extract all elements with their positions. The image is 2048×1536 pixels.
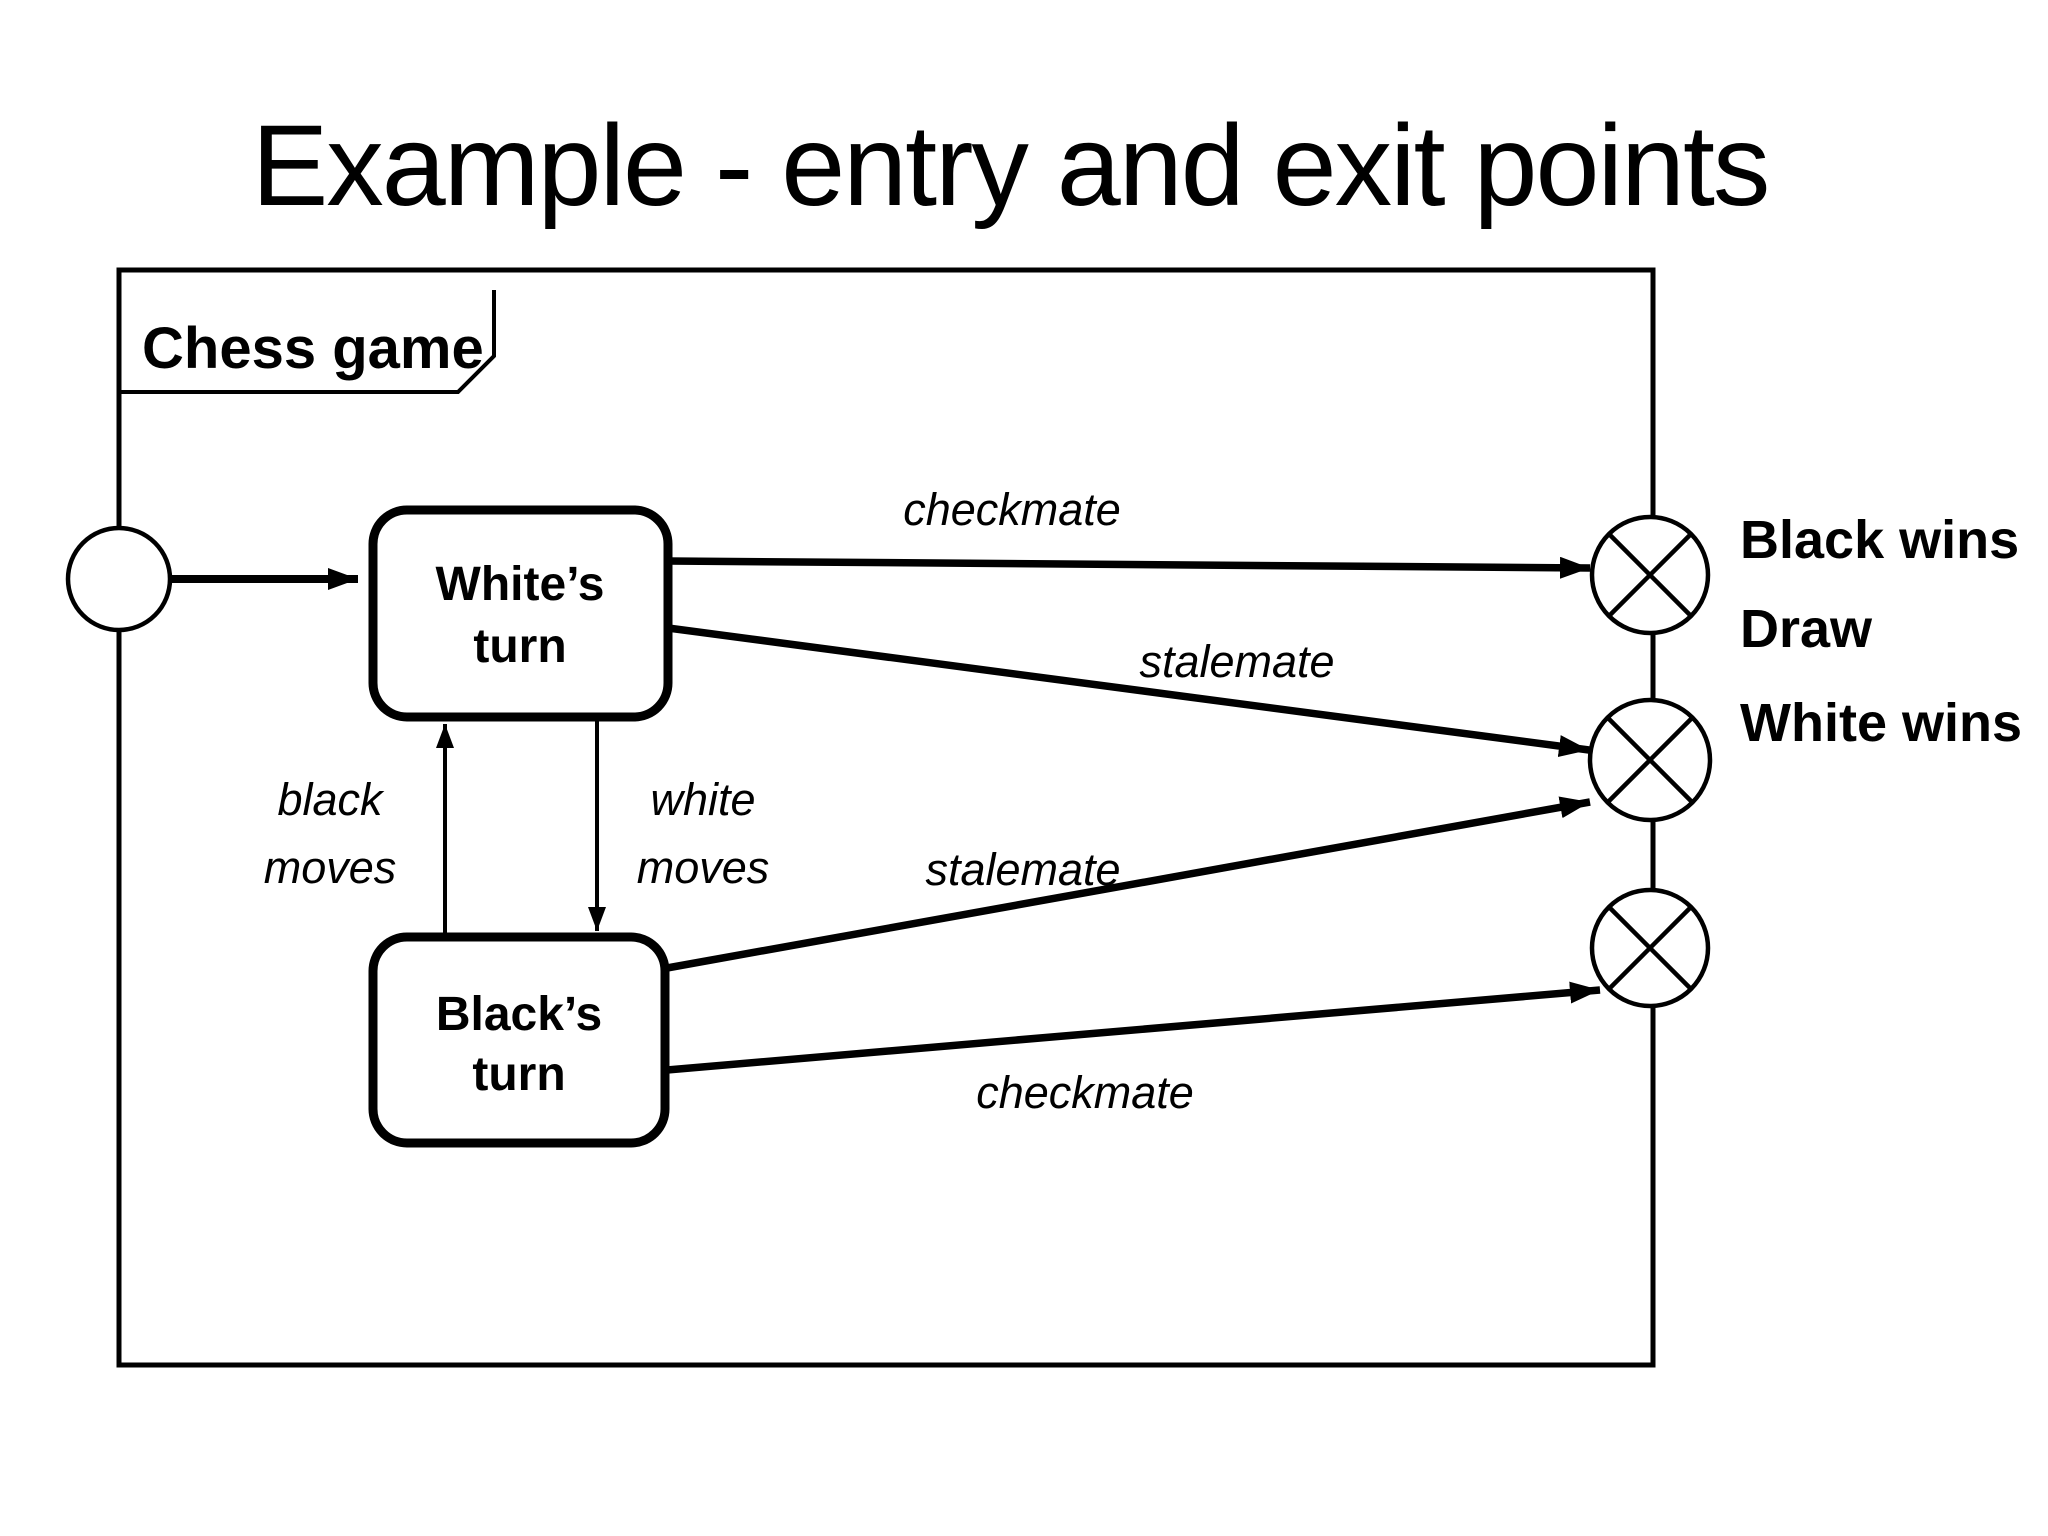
transition-whites-stalemate: [667, 624, 1590, 757]
state-blacks-turn: [368, 932, 670, 1148]
state-whites-turn-label-line1: White’s: [436, 558, 605, 611]
outcome-white-wins: White wins: [1740, 693, 2022, 753]
label-whites-stalemate: stalemate: [1139, 636, 1334, 687]
label-black-moves-line2: moves: [264, 842, 397, 893]
label-blacks-checkmate: checkmate: [976, 1067, 1194, 1118]
outcome-draw: Draw: [1740, 599, 1873, 659]
transition-blacks-checkmate: [666, 981, 1601, 1074]
transition-whites-checkmate: [667, 556, 1591, 579]
frame-label: Chess game: [142, 316, 484, 381]
state-whites-turn: [368, 505, 673, 722]
page-title: Example - entry and exit points: [252, 102, 1769, 230]
label-black-moves-line1: black: [277, 774, 385, 825]
outcome-black-wins: Black wins: [1740, 510, 2019, 570]
label-whites-checkmate: checkmate: [903, 484, 1121, 535]
label-blacks-stalemate: stalemate: [925, 844, 1120, 895]
entry-point-icon: [65, 525, 173, 633]
exit-point-3-icon: [1589, 887, 1711, 1009]
label-white-moves-line1: white: [650, 774, 755, 825]
state-blacks-turn-label-line1: Black’s: [436, 988, 602, 1041]
frame-name-tab: [119, 290, 496, 394]
label-white-moves-line2: moves: [637, 842, 770, 893]
exit-point-1-icon: [1589, 514, 1711, 636]
exit-point-2-icon: [1587, 697, 1713, 823]
state-whites-turn-label-line2: turn: [473, 620, 566, 673]
state-blacks-turn-label-line2: turn: [472, 1048, 565, 1101]
transition-blacks-stalemate: [666, 796, 1591, 972]
